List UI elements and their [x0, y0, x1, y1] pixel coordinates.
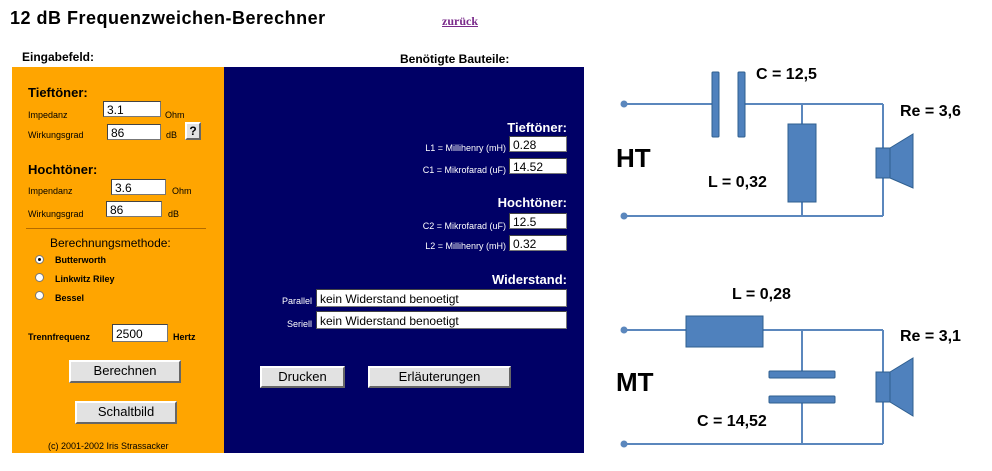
back-link[interactable]: zurück: [442, 14, 478, 28]
mt-terminal-bottom: [620, 440, 628, 448]
explanation-button[interactable]: Erläuterungen: [368, 366, 511, 388]
high-impedance-unit: Ohm: [172, 186, 192, 196]
low-efficiency-input[interactable]: 86: [107, 124, 161, 140]
ht-resistance-label: Re = 3,6: [900, 103, 961, 120]
ht-wires: [624, 103, 884, 217]
mt-terminal-top: [620, 326, 628, 334]
mt-capacitor-label: C = 14,52: [697, 413, 767, 430]
method-radio-linkwitz-riley[interactable]: [35, 273, 44, 282]
mt-resistance-label: Re = 3,1: [900, 328, 961, 345]
mt-inductor-label: L = 0,28: [732, 286, 791, 303]
serial-label: Seriell: [286, 319, 312, 329]
mt-label: MT: [616, 367, 654, 397]
crossover-input[interactable]: 2500: [112, 324, 168, 342]
print-button[interactable]: Drucken: [260, 366, 345, 388]
high-impedance-label: Impendanz: [28, 186, 73, 196]
method-label-linkwitz-riley: Linkwitz Riley: [55, 274, 115, 284]
c1-label: C1 = Mikrofarad (uF): [422, 165, 506, 175]
calculate-button[interactable]: Berechnen: [69, 360, 181, 383]
mt-inductor: [685, 315, 764, 348]
l2-value[interactable]: 0.32: [509, 235, 567, 251]
low-impedance-unit: Ohm: [165, 110, 185, 120]
mt-speaker-icon: [875, 357, 914, 417]
l1-label: L1 = Millihenry (mH): [425, 143, 506, 153]
high-tweeter-title: Hochtöner:: [28, 162, 98, 177]
schematic-button[interactable]: Schaltbild: [75, 401, 177, 424]
input-section-title: Eingabefeld:: [22, 50, 95, 64]
help-button[interactable]: ?: [185, 122, 201, 140]
ht-terminal-top: [620, 100, 628, 108]
parallel-label: Parallel: [281, 296, 312, 306]
out-high-title: Hochtöner:: [497, 195, 567, 210]
ht-terminal-bottom: [620, 212, 628, 220]
parallel-value[interactable]: kein Widerstand benoetigt: [316, 289, 567, 307]
high-impedance-input[interactable]: 3.6: [111, 179, 166, 195]
output-panel: [224, 67, 584, 453]
low-efficiency-label: Wirkungsgrad: [28, 130, 84, 140]
ht-inductor: [787, 123, 817, 203]
crossover-unit: Hertz: [173, 332, 196, 342]
crossover-label: Trennfrequenz: [28, 332, 91, 342]
high-efficiency-unit: dB: [168, 209, 180, 219]
l1-value[interactable]: 0.28: [509, 136, 567, 152]
method-label-butterworth: Butterworth: [55, 255, 106, 265]
ht-label: HT: [616, 143, 651, 173]
high-efficiency-label: Wirkungsgrad: [28, 209, 84, 219]
method-label-bessel: Bessel: [55, 293, 85, 303]
mt-capacitor: [768, 370, 836, 404]
method-radio-butterworth[interactable]: [35, 255, 44, 264]
c2-value[interactable]: 12.5: [509, 213, 567, 229]
low-impedance-input[interactable]: 3.1: [103, 101, 161, 117]
method-title: Berechnungsmethode:: [50, 236, 171, 250]
low-impedance-label: Impedanz: [28, 110, 68, 120]
method-radio-bessel[interactable]: [35, 291, 44, 300]
page-title: 12 dB Frequenzweichen-Berechner: [10, 8, 326, 28]
output-section-title: Benötigte Bauteile:: [400, 52, 510, 66]
method-divider: [26, 228, 206, 229]
high-efficiency-input[interactable]: 86: [106, 201, 162, 217]
ht-capacitor-label: C = 12,5: [756, 66, 817, 83]
ht-capacitor: [711, 71, 746, 138]
copyright-text: (c) 2001-2002 Iris Strassacker: [48, 441, 169, 451]
low-efficiency-unit: dB: [166, 130, 178, 140]
c2-label: C2 = Mikrofarad (uF): [422, 221, 506, 231]
serial-value[interactable]: kein Widerstand benoetigt: [316, 311, 567, 329]
low-tweeter-title: Tieftöner:: [28, 85, 88, 100]
resistor-title: Widerstand:: [492, 272, 567, 287]
l2-label: L2 = Millihenry (mH): [425, 241, 506, 251]
out-low-title: Tieftöner:: [507, 120, 567, 135]
ht-speaker-icon: [875, 133, 914, 189]
c1-value[interactable]: 14.52: [509, 158, 567, 174]
ht-inductor-label: L = 0,32: [708, 174, 767, 191]
